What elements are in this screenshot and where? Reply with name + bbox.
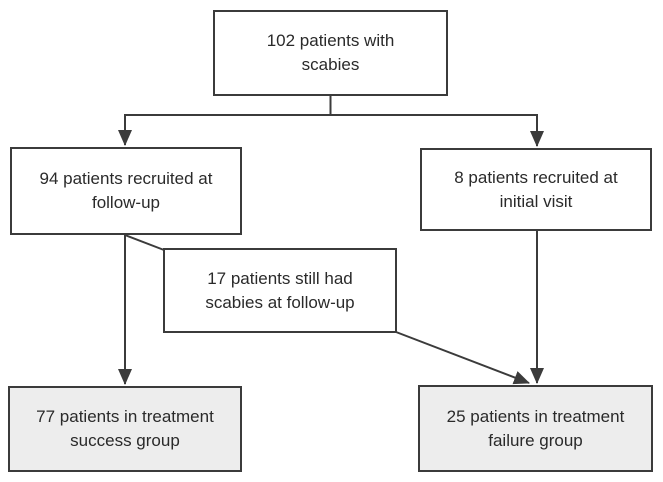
node-treatment-success: 77 patients in treatment success group — [8, 386, 242, 472]
node-treatment-failure: 25 patients in treatment failure group — [418, 385, 653, 472]
node-treatment-failure-label: 25 patients in treatment failure group — [446, 406, 625, 450]
node-total-patients: 102 patients with scabies — [213, 10, 448, 96]
node-recruited-followup: 94 patients recruited at follow-up — [10, 147, 242, 235]
node-still-scabies-label: 17 patients still had scabies at follow-… — [205, 268, 355, 312]
node-still-scabies: 17 patients still had scabies at follow-… — [163, 248, 397, 333]
node-recruited-followup-label: 94 patients recruited at follow-up — [39, 169, 213, 212]
node-recruited-initial: 8 patients recruited at initial visit — [420, 148, 652, 231]
node-total-patients-label: 102 patients with scabies — [266, 31, 395, 74]
connector-followup-to-still — [124, 234, 165, 251]
node-recruited-initial-label: 8 patients recruited at initial visit — [454, 167, 618, 211]
connector-still-to-failure — [395, 331, 530, 385]
node-treatment-success-label: 77 patients in treatment success group — [36, 407, 214, 450]
